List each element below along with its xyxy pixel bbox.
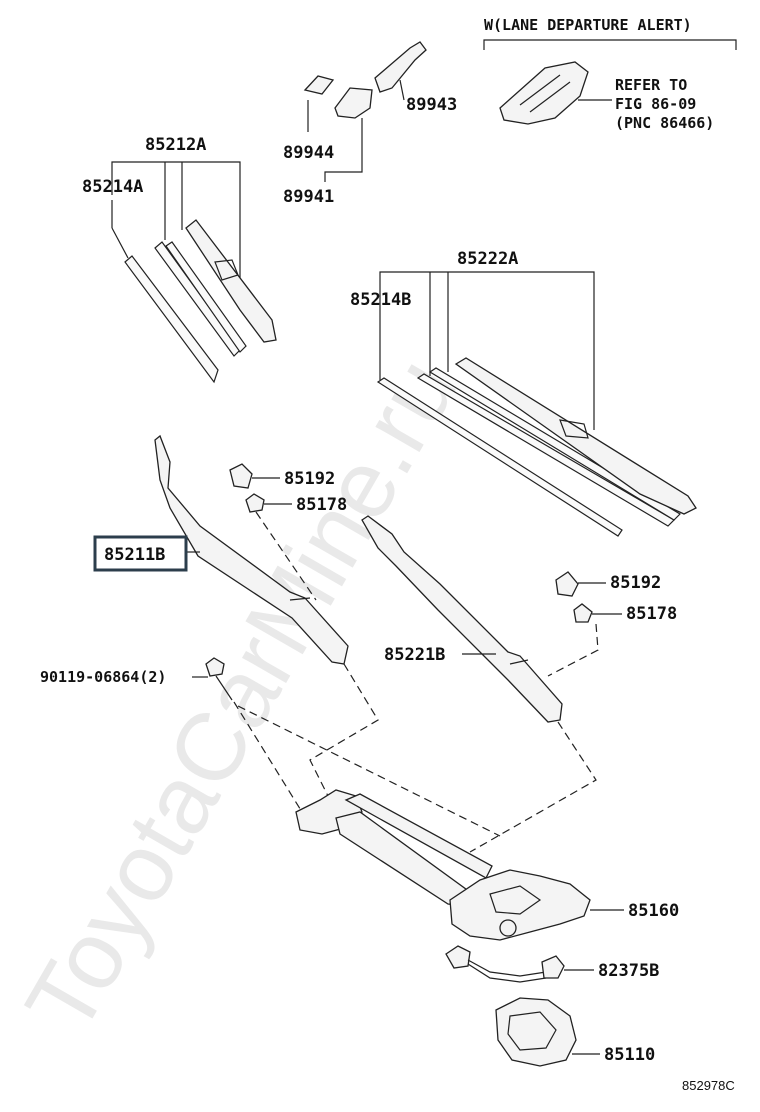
linkage-motor-mount [449,869,591,941]
linkage-group: 85160 [295,789,679,941]
label-85192-right: 85192 [610,573,661,593]
label-85222A: 85222A [457,249,518,269]
camera-bracket-part [499,61,589,125]
label-85110: 85110 [604,1045,655,1065]
refill-85214B [376,377,623,537]
label-85192-left: 85192 [284,469,335,489]
right-arm-group: 85221B [361,515,563,723]
label-85214B: 85214B [350,290,411,310]
blade-frame-left [185,219,277,343]
harness-group: 82375B [445,945,659,983]
wiper-arm-85221B [361,515,563,723]
label-85178-left: 85178 [296,495,347,515]
nut-85178-left [245,493,265,513]
label-82375B: 82375B [598,961,659,981]
refill-85214A [124,255,219,384]
nut-85178-right [573,603,593,623]
label-85211B: 85211B [104,545,165,565]
bolt-group: 90119-06864(2) [40,657,501,837]
note-line3: (PNC 86466) [615,114,714,132]
watermark: ToyotaCarMine.ru [6,341,477,1051]
connector-82375B-right [541,955,565,979]
label-89944: 89944 [283,143,334,163]
cap-85192-left [229,463,253,489]
cap-nut-right-group: 85192 85178 [547,571,677,677]
label-90119: 90119-06864(2) [40,668,166,686]
blade-rubber-left [154,241,241,357]
blade-rubber-right [416,373,675,527]
note-line1: REFER TO [615,76,687,94]
bolt-90119 [205,657,225,677]
label-89941: 89941 [283,187,334,207]
figure-id: 852978C [682,1078,735,1093]
connector-82375B-left [445,945,471,969]
note-header: W(LANE DEPARTURE ALERT) [484,16,692,34]
part-89944-pad [303,75,335,95]
part-89944 [334,87,373,119]
label-85214A: 85214A [82,177,143,197]
label-85160: 85160 [628,901,679,921]
label-89943: 89943 [406,95,457,115]
right-blade-group: 85222A 85214B [350,249,697,537]
blade-frame-right [454,357,697,515]
lane-departure-note: W(LANE DEPARTURE ALERT) REFER TO FIG 86-… [483,16,737,132]
left-arm-group: 85211B [93,434,349,665]
label-85178-right: 85178 [626,604,677,624]
label-85212A: 85212A [145,135,206,155]
wiper-arm-85211B [154,434,349,665]
highlight-box-85211B [93,535,188,572]
left-blade-group: 85212A 85214A [82,135,277,384]
cap-nut-left-group: 85192 85178 [229,463,347,601]
sensor-parts-group: 89943 89944 89941 [283,41,457,207]
motor-group: 85110 [495,997,655,1067]
label-85221B: 85221B [384,645,445,665]
part-89943 [374,41,427,93]
note-line2: FIG 86-09 [615,95,696,113]
cap-85192-right [555,571,579,597]
